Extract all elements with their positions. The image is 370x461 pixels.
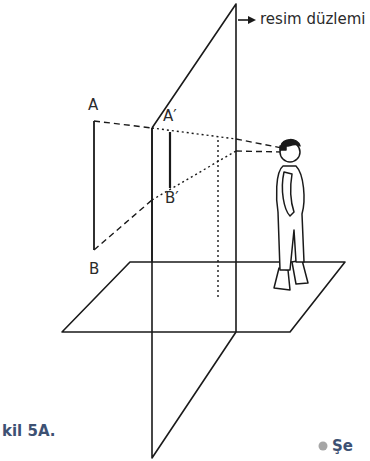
sight-rays-dotted [152, 128, 236, 300]
figure-caption: Şe [332, 439, 353, 454]
observer-figure [274, 140, 308, 290]
projection-line [169, 132, 171, 188]
object-line [93, 121, 95, 250]
bullet-dot [319, 442, 328, 451]
point-label: A [88, 98, 98, 113]
figure-caption: kil 5A. [2, 424, 56, 439]
point-label: A′ [163, 109, 177, 124]
sight-rays [94, 121, 152, 250]
point-label: B [89, 262, 99, 277]
plane-label: resim düzlemi [260, 12, 366, 27]
picture-plane [152, 4, 236, 458]
point-label: B′ [165, 191, 179, 206]
